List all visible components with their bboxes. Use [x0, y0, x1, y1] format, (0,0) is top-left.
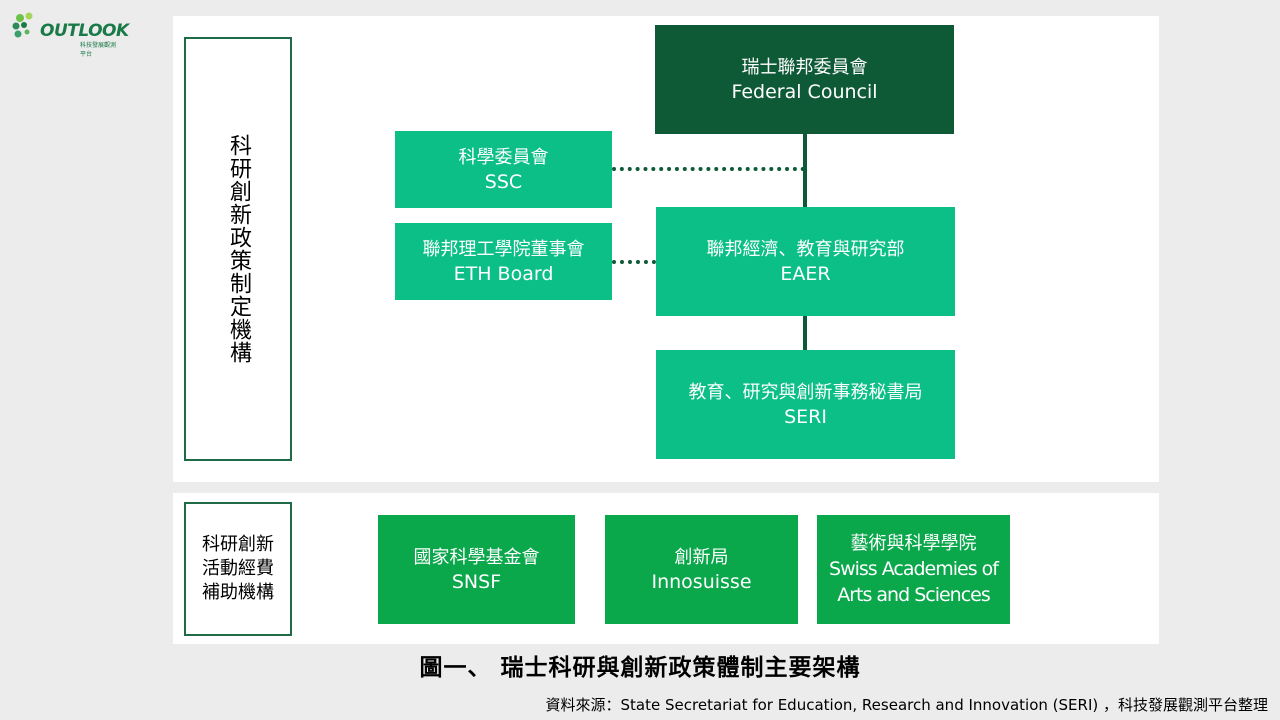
funding-section-label: 科研創新 活動經費 補助機構	[184, 502, 292, 636]
funding-label-line-1: 科研創新	[202, 534, 274, 555]
logo-text: OUTLOOK	[40, 21, 129, 41]
federal-council-zh: 瑞士聯邦委員會	[741, 56, 868, 78]
logo-subtitle: 科技發展觀測平台	[80, 42, 117, 58]
outlook-logo: OUTLOOK 科技發展觀測平台	[10, 6, 129, 58]
dotted-connector-eth	[612, 260, 656, 264]
ssc-en: SSC	[484, 170, 523, 193]
dotted-connector-ssc	[612, 167, 805, 171]
seri-zh: 教育、研究與創新事務秘書局	[688, 381, 923, 403]
funding-label-line-3: 補助機構	[202, 582, 274, 603]
eth-board-zh: 聯邦理工學院董事會	[422, 238, 585, 260]
federal-council-en: Federal Council	[731, 80, 878, 103]
academies-en-line-1: Swiss Academies of	[829, 558, 999, 580]
federal-council-box: 瑞士聯邦委員會 Federal Council	[655, 25, 954, 134]
innosuisse-zh: 創新局	[674, 546, 729, 568]
funding-label-line-2: 活動經費	[202, 558, 274, 579]
policy-section-label: 科研創新政策制定機構	[184, 37, 292, 461]
eaer-en: EAER	[780, 262, 831, 285]
seri-en: SERI	[784, 405, 827, 428]
ssc-box: 科學委員會 SSC	[395, 131, 612, 208]
academies-en-line-2: Arts and Sciences	[837, 584, 991, 606]
academies-zh: 藝術與科學學院	[850, 533, 977, 554]
snsf-box: 國家科學基金會 SNSF	[378, 515, 575, 624]
ssc-zh: 科學委員會	[458, 146, 549, 168]
snsf-zh: 國家科學基金會	[413, 546, 540, 568]
source-note: 資料來源：State Secretariat for Education, Re…	[545, 696, 1268, 714]
figure-caption: 圖一、 瑞士科研與創新政策體制主要架構	[419, 655, 861, 681]
eth-board-en: ETH Board	[453, 262, 554, 285]
eaer-box: 聯邦經濟、教育與研究部 EAER	[656, 207, 955, 316]
academies-box: 藝術與科學學院 Swiss Academies of Arts and Scie…	[817, 515, 1010, 624]
logo-mark-icon	[12, 12, 33, 38]
snsf-en: SNSF	[451, 570, 502, 593]
eth-board-box: 聯邦理工學院董事會 ETH Board	[395, 223, 612, 300]
policy-section-label-text: 科研創新政策制定機構	[226, 134, 251, 364]
eaer-zh: 聯邦經濟、教育與研究部	[706, 238, 905, 260]
connector-council-eaer	[803, 134, 807, 208]
innosuisse-en: Innosuisse	[651, 570, 752, 593]
seri-box: 教育、研究與創新事務秘書局 SERI	[656, 350, 955, 459]
innosuisse-box: 創新局 Innosuisse	[605, 515, 798, 624]
connector-eaer-seri	[803, 315, 807, 351]
